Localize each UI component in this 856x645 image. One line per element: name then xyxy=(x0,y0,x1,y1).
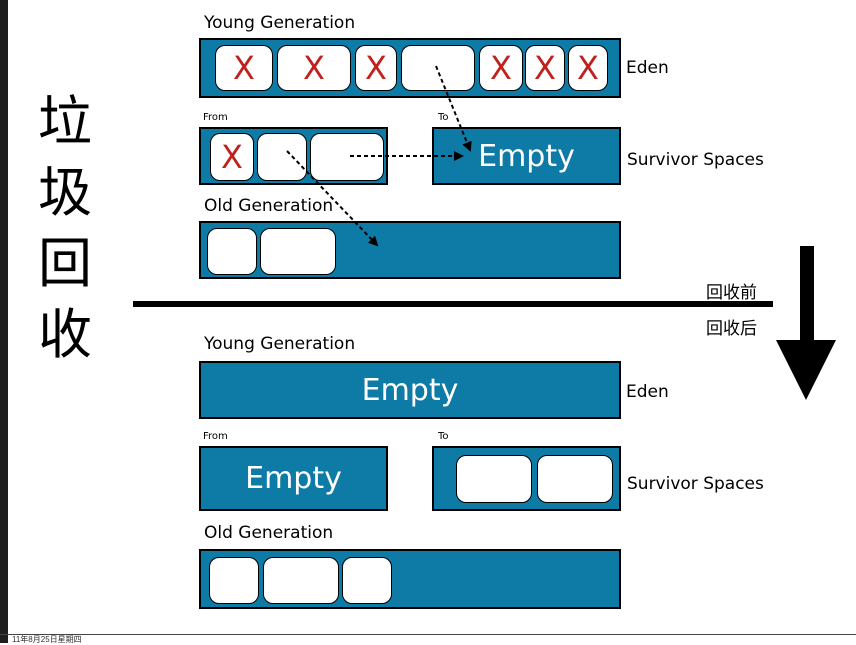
before-eden-label: Eden xyxy=(626,58,669,78)
after-to-space xyxy=(432,446,621,511)
before-old-cell xyxy=(207,228,257,275)
after-old-generation-label: Old Generation xyxy=(204,523,334,543)
after-eden-bar: Empty xyxy=(199,361,621,419)
after-collection-label: 回收后 xyxy=(706,319,757,339)
after-from-empty-text: Empty xyxy=(245,461,342,496)
after-from-space: Empty xyxy=(199,446,388,511)
after-survivor-spaces-label: Survivor Spaces xyxy=(627,474,764,494)
before-survivor-spaces-label: Survivor Spaces xyxy=(627,150,764,170)
before-from-cell xyxy=(257,133,307,181)
before-old-generation-label: Old Generation xyxy=(204,196,334,216)
divider-line xyxy=(133,301,773,307)
before-to-space: Empty xyxy=(432,127,621,185)
before-eden-cell: X xyxy=(479,45,523,91)
after-old-bar xyxy=(199,549,621,609)
before-from-label: From xyxy=(203,112,228,123)
after-eden-empty-text: Empty xyxy=(361,372,459,408)
before-eden-cell: X xyxy=(277,45,351,91)
after-to-cell xyxy=(537,455,613,503)
window-frame-left xyxy=(0,0,8,643)
before-to-empty-text: Empty xyxy=(478,138,575,174)
side-title-char-2: 圾 xyxy=(38,161,92,224)
before-from-space: X xyxy=(199,127,388,185)
after-old-cell xyxy=(263,557,339,604)
before-eden-cell: X xyxy=(215,45,273,91)
before-eden-cell: X xyxy=(355,45,397,91)
before-eden-cell xyxy=(401,45,475,91)
before-from-cell: X xyxy=(210,133,254,181)
before-old-bar xyxy=(199,221,621,279)
side-title-char-3: 回 xyxy=(38,232,92,295)
before-eden-cell: X xyxy=(568,45,608,91)
after-from-label: From xyxy=(203,431,228,442)
side-title-char-4: 收 xyxy=(38,303,92,366)
after-to-label: To xyxy=(438,431,449,442)
after-old-cell xyxy=(209,557,259,604)
after-to-cell xyxy=(456,455,532,503)
from-to-old-arrow xyxy=(286,150,379,247)
eden-to-survivor-arrow xyxy=(435,65,472,152)
down-arrow-icon xyxy=(776,246,836,400)
before-to-label: To xyxy=(438,112,449,123)
before-young-generation-label: Young Generation xyxy=(204,13,356,33)
before-eden-bar: X X X X X X xyxy=(199,38,621,98)
before-collection-label: 回收前 xyxy=(706,283,757,303)
after-eden-label: Eden xyxy=(626,382,669,402)
window-frame-bottom xyxy=(0,634,856,635)
side-title-char-1: 垃 xyxy=(38,90,92,153)
before-eden-cell: X xyxy=(525,45,565,91)
after-old-cell xyxy=(342,557,392,604)
after-young-generation-label: Young Generation xyxy=(204,334,356,354)
footer-date: 11年8月25日星期四 xyxy=(12,635,82,644)
before-old-cell xyxy=(260,228,336,275)
